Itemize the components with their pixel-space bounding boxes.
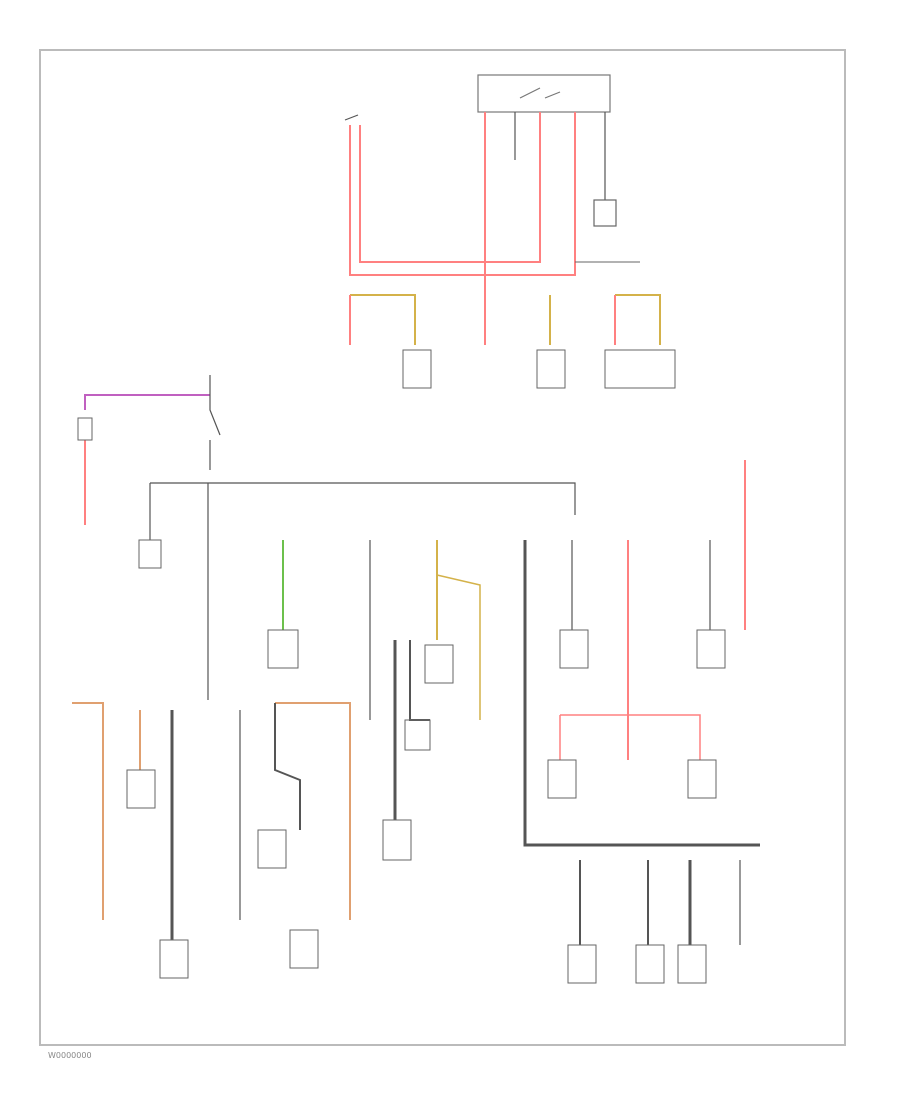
bottom-load-4 [289,929,319,969]
right-black-bus [523,540,760,847]
load-component-3 [536,349,566,389]
load-component-4 [604,349,676,389]
orange-wire-4 [274,703,301,830]
load-branch-5 [615,294,661,345]
yellow-load [424,644,454,684]
red-bus-branch [485,112,541,263]
fuse-row-section [267,460,760,861]
relay-contact [519,87,561,99]
right-load-1 [559,629,589,669]
orange-wire-3 [275,702,351,920]
green-load [267,629,299,669]
top-power-section [344,74,676,389]
diagram-frame [39,49,846,1046]
gray-wire-2 [409,640,430,721]
right-load-3 [687,759,717,799]
bottom-load-5 [567,944,597,984]
relay-coil-component [593,199,617,227]
fuse-drop-3b [436,574,481,720]
load-branch-1 [350,294,416,345]
load-component-1 [402,349,432,389]
bus-component-1 [138,539,162,569]
red-bus-main [349,112,576,276]
center-load-2 [404,719,431,751]
left-fuse [77,417,93,441]
right-load-2 [547,759,577,799]
main-bus [150,482,576,515]
bottom-load-7 [677,944,707,984]
pink-feed-wire [84,394,210,410]
orange-wire-1 [72,702,104,920]
red-bus-inner [359,112,486,263]
bottom-load-6 [635,944,665,984]
bottom-load-2 [159,939,189,979]
bottom-loads-section [72,702,741,984]
relay-coil-wire [514,112,606,200]
left-feed-section [77,375,576,700]
ignition-switch-feed [209,375,221,470]
bottom-load-1 [126,769,156,809]
center-load [382,819,412,861]
bottom-load-3 [257,829,287,869]
battery-wire [344,114,359,121]
right-red-branch [559,714,701,760]
footer-code: W0000000 [48,1051,92,1060]
right-load-4 [696,629,726,669]
power-relay-box [477,74,611,113]
